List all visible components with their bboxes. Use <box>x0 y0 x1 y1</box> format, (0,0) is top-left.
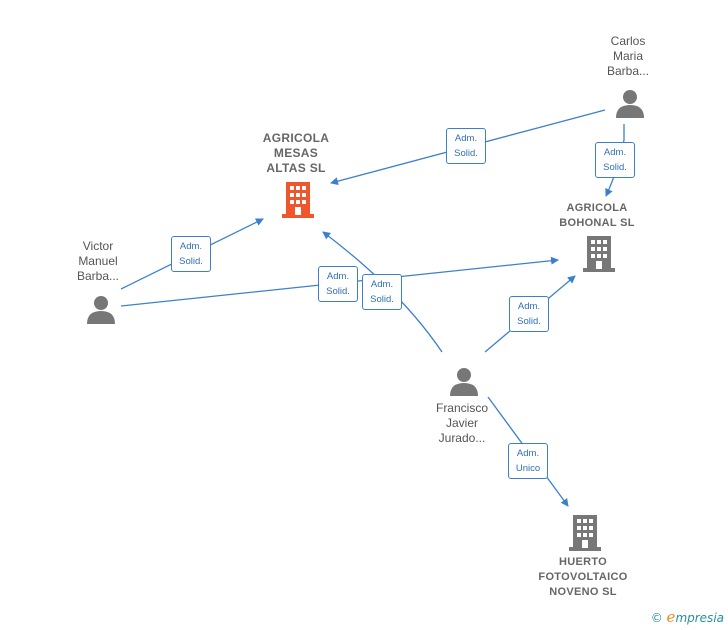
edge-label-line: Adm. <box>603 147 627 158</box>
company-name-line: NOVENO SL <box>549 586 617 598</box>
edge-label-line: Solid. <box>370 294 394 305</box>
edge-label-victor-mesas[interactable]: Adm. Solid. <box>171 236 211 272</box>
brand-e: e <box>666 608 676 626</box>
company-name-line: MESAS <box>273 146 319 160</box>
empresia-logo[interactable]: © empresia <box>651 608 724 626</box>
edge-label-line: Adm. <box>516 448 540 459</box>
edge-label-line: Adm. <box>326 271 350 282</box>
company-name-line: HUERTO <box>558 556 608 568</box>
person-name-line: Jurado... <box>438 431 486 445</box>
person-label-carlos[interactable]: Carlos Maria Barba... <box>588 34 668 79</box>
company-name-line: AGRICOLA <box>262 131 330 145</box>
edge-label-line: Solid. <box>603 162 627 173</box>
edge-label-francisco-mesas[interactable]: Adm. Solid. <box>362 274 402 310</box>
company-name-line: FOTOVOLTAICO <box>538 571 628 583</box>
edge-label-francisco-bohonal[interactable]: Adm. Solid. <box>509 296 549 332</box>
company-label-huerto[interactable]: HUERTO FOTOVOLTAICO NOVENO SL <box>523 555 643 600</box>
company-name-line: BOHONAL SL <box>559 217 635 229</box>
person-icon[interactable] <box>615 88 645 118</box>
edge-label-line: Unico <box>515 463 541 474</box>
building-icon[interactable] <box>569 515 601 551</box>
edge-label-line: Solid. <box>454 148 478 159</box>
person-icon[interactable] <box>86 294 116 324</box>
building-icon[interactable] <box>583 236 615 272</box>
edge-label-line: Solid. <box>517 316 541 327</box>
edge-label-carlos-mesas[interactable]: Adm. Solid. <box>446 128 486 164</box>
edge-label-line: Adm. <box>517 301 541 312</box>
person-icon[interactable] <box>449 366 479 396</box>
person-label-francisco[interactable]: Francisco Javier Jurado... <box>422 401 502 446</box>
edge-label-line: Solid. <box>326 286 350 297</box>
copyright-symbol: © <box>650 611 663 625</box>
building-icon-main[interactable] <box>282 182 314 218</box>
person-name-line: Francisco <box>435 401 488 415</box>
person-name-line: Manuel <box>78 254 118 268</box>
edge-label-line: Adm. <box>179 241 203 252</box>
edge-label-carlos-bohonal[interactable]: Adm. Solid. <box>595 142 635 178</box>
person-name-line: Javier <box>445 416 478 430</box>
edge-label-line: Solid. <box>179 256 203 267</box>
person-name-line: Maria <box>612 49 643 63</box>
edge-label-line: Adm. <box>370 279 394 290</box>
edge-label-francisco-huerto[interactable]: Adm. Unico <box>508 443 548 479</box>
person-name-line: Victor <box>82 239 114 253</box>
company-name-line: ALTAS SL <box>266 161 326 175</box>
company-label-bohonal[interactable]: AGRICOLA BOHONAL SL <box>537 201 657 231</box>
edge-label-victor-bohonal[interactable]: Adm. Solid. <box>318 266 358 302</box>
company-label-mesas-altas[interactable]: AGRICOLA MESAS ALTAS SL <box>236 131 356 176</box>
brand-name: mpresia <box>675 611 724 625</box>
person-name-line: Barba... <box>76 269 120 283</box>
edge-label-line: Adm. <box>454 133 478 144</box>
company-name-line: AGRICOLA <box>566 202 628 214</box>
person-name-line: Barba... <box>606 64 650 78</box>
person-name-line: Carlos <box>610 34 646 48</box>
person-label-victor[interactable]: Victor Manuel Barba... <box>58 239 138 284</box>
